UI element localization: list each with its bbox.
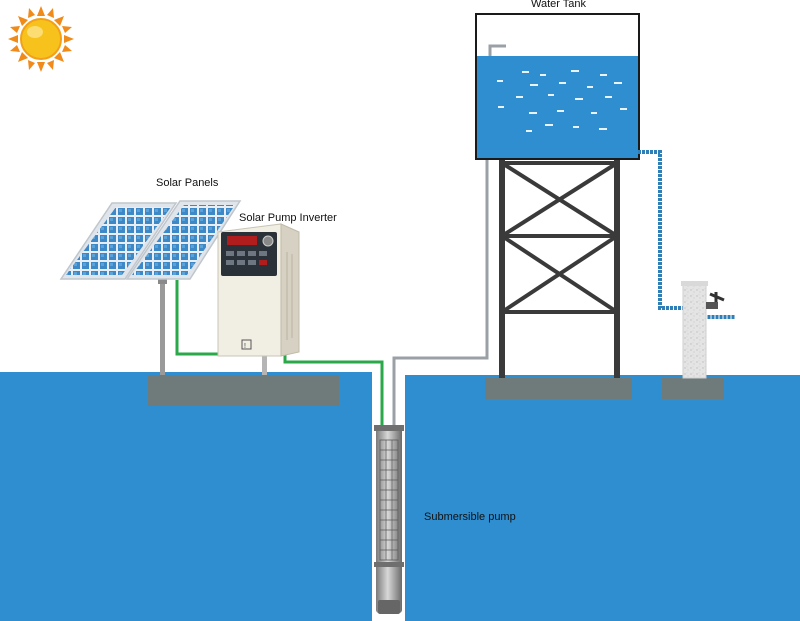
ground-water-left [0,372,372,621]
submersible-pump-label: Submersible pump [424,511,516,523]
panel-post [160,282,165,375]
solar-panel-icon [59,200,242,280]
faucet-foundation [662,378,724,399]
water-tank [475,13,640,160]
faucet-icon [681,281,725,379]
pump-icon [374,425,404,614]
panel-foundation [148,375,339,406]
water-tank-label: Water Tank [531,0,587,10]
solar-pump-inverter-label: Solar Pump Inverter [239,212,337,224]
ground-water-right [405,375,800,621]
outlet-pipe [638,150,735,319]
tank-foundation [485,378,632,399]
pump-cable [283,352,384,440]
inverter-icon: ! [217,223,300,375]
solar-panels-label: Solar Panels [156,177,219,189]
sun-icon [8,6,74,72]
tank-tower [499,160,620,378]
svg-text:!: ! [244,343,246,350]
